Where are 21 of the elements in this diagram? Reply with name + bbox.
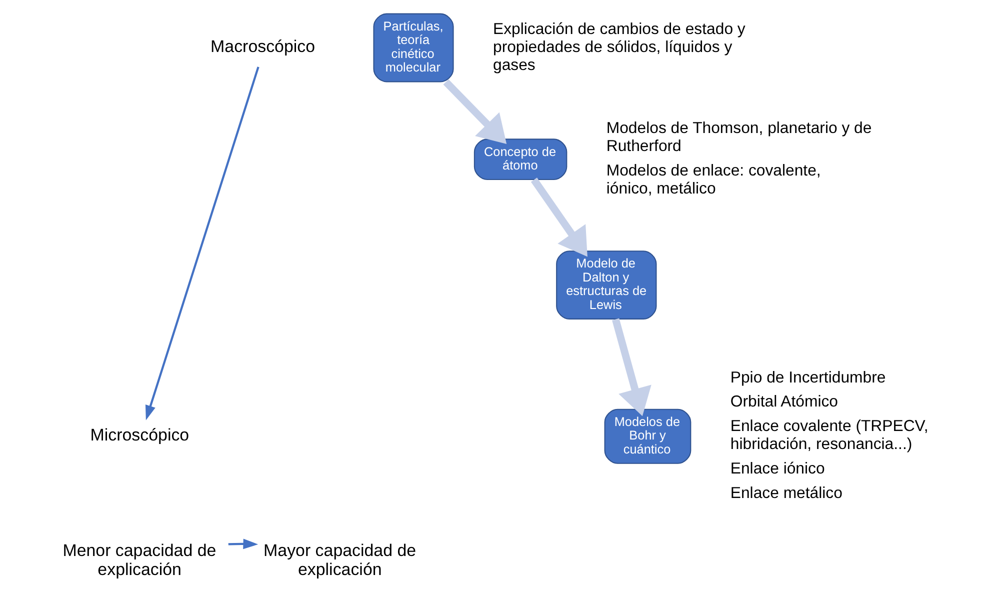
- node-text: Macroscópico: [210, 36, 316, 56]
- arrow: [443, 79, 507, 144]
- arrow: [228, 538, 258, 550]
- node-label: Enlace metálico: [730, 484, 842, 502]
- node-label: Modelos de Thomson, planetario y de Rutherford: [606, 120, 872, 155]
- node-label: Modelos de enlace: covalente, iónico, metálico: [606, 162, 821, 198]
- node-text: Mayor capacidad de explicación: [264, 540, 416, 579]
- node-label: Explicación de cambios de estado y propiedades de sólidos, líquidos y gases: [492, 20, 746, 74]
- arrow: [612, 318, 652, 416]
- node-box: Modelo de Dalton y estructuras de Lewis: [556, 250, 657, 320]
- node-label: Orbital Atómico: [730, 394, 838, 411]
- node-box: Partículas, teoría cinético molecular: [373, 13, 454, 82]
- node-box: Concepto de átomo: [474, 138, 568, 180]
- arrow: [530, 178, 588, 257]
- arrow: [145, 66, 260, 420]
- node-label: Ppio de Incertidumbre: [730, 369, 886, 386]
- node-label: Enlace iónico: [730, 460, 825, 478]
- node-text: Menor capacidad de explicación: [62, 540, 216, 579]
- node-label: Enlace covalente (TRPECV, hibridación, resonancia...): [730, 418, 928, 454]
- node-box: Modelos de Bohr y cuántico: [604, 408, 692, 464]
- node-text: Microscópico: [90, 425, 190, 444]
